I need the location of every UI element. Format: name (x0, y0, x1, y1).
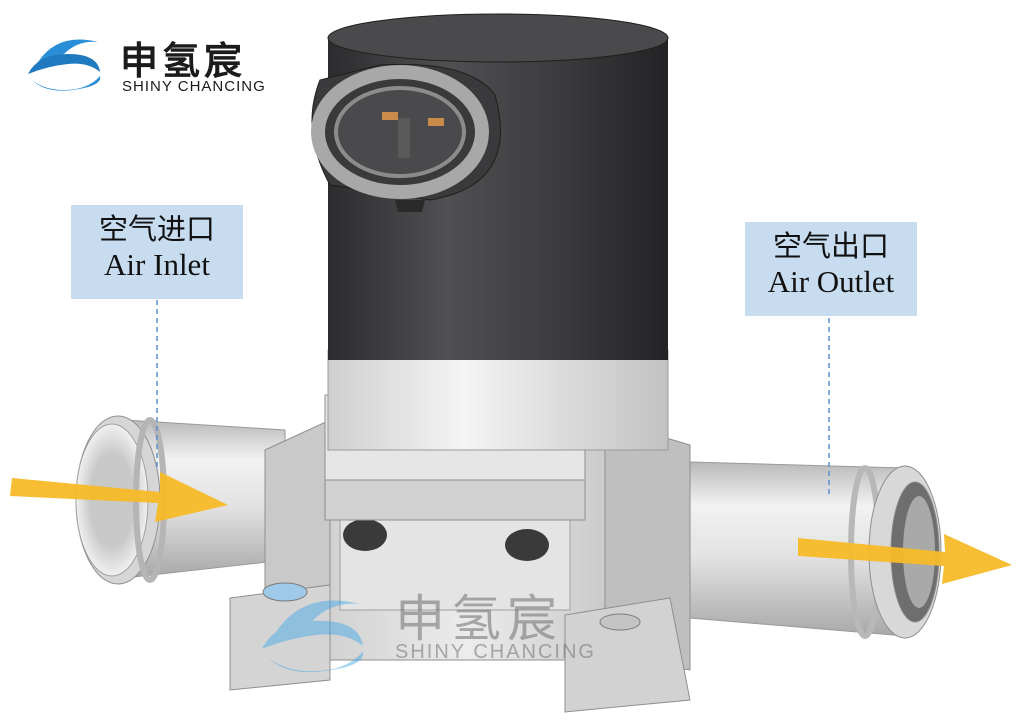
watermark-name-en: SHINY CHANCING (395, 641, 596, 663)
shiny-chancing-logo-icon (28, 39, 101, 91)
coil-band (327, 349, 669, 451)
brand-name-cn: 申氢宸 (120, 39, 247, 83)
air-outlet-label: 空气出口 Air Outlet (745, 222, 917, 316)
inlet-flow-arrow-icon (10, 472, 228, 522)
brand-header: 申氢宸 SHINY CHANCING (28, 28, 268, 98)
air-outlet-label-en: Air Outlet (767, 264, 895, 299)
outlet-flow-arrow-icon (798, 534, 1012, 584)
air-outlet-label-cn: 空气出口 (772, 229, 889, 263)
brand-name-en: SHINY CHANCING (122, 78, 266, 95)
watermark-name-cn: 申氢宸 (395, 590, 563, 648)
air-inlet-label: 空气进口 Air Inlet (71, 205, 243, 299)
connector-plug-icon (311, 63, 501, 212)
air-inlet-label-en: Air Inlet (104, 247, 210, 282)
air-inlet-label-cn: 空气进口 (98, 212, 215, 246)
watermark-logo-icon (262, 600, 364, 673)
watermark: 申氢宸 SHINY CHANCING (255, 575, 625, 670)
